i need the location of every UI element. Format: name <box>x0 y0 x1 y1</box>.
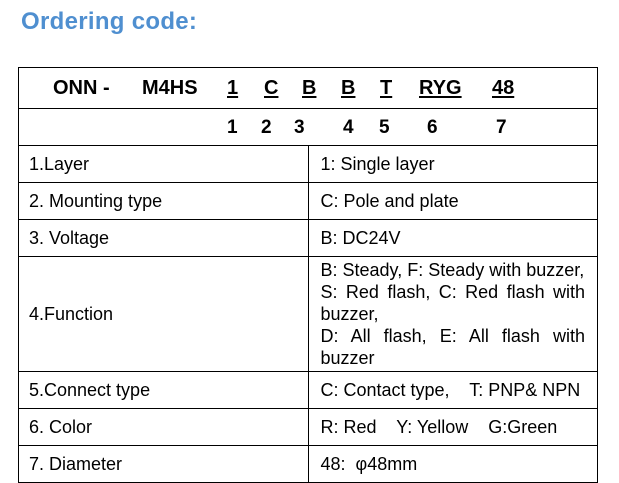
code-model: M4HS <box>142 77 198 99</box>
ordering-code: ONN - M4HS 1 C B B T RYG 48 <box>19 68 597 108</box>
row-value: C: Contact type, T: PNP& NPN <box>307 371 598 409</box>
function-line: S: Red flash, C: Red flash with buzzer, <box>320 282 586 324</box>
table-row: 7. Diameter 48: φ48mm <box>18 445 598 483</box>
code-part-6: RYG <box>419 77 462 99</box>
row-value: 48: φ48mm <box>307 445 598 483</box>
code-part-2: C <box>264 77 279 99</box>
table-row: 3. Voltage B: DC24V <box>18 219 598 257</box>
row-value: R: Red Y: Yellow G:Green <box>307 408 598 446</box>
row-label: 6. Color <box>18 408 309 446</box>
position-number-3: 3 <box>294 117 305 138</box>
position-number-2: 2 <box>261 117 272 138</box>
row-label: 1.Layer <box>18 145 309 183</box>
function-line: B: Steady, F: Steady with buzzer, <box>320 260 585 280</box>
table-row: 2. Mounting type C: Pole and plate <box>18 182 598 220</box>
position-number-5: 5 <box>379 117 390 138</box>
code-part-3: B <box>302 77 317 99</box>
row-label: 4.Function <box>18 256 309 372</box>
row-label: 7. Diameter <box>18 445 309 483</box>
code-row: ONN - M4HS 1 C B B T RYG 48 <box>18 67 598 109</box>
page-title: Ordering code: <box>21 8 198 35</box>
code-prefix: ONN - <box>53 77 110 99</box>
table-row: 6. Color R: Red Y: Yellow G:Green <box>18 408 598 446</box>
code-part-1: 1 <box>227 77 239 99</box>
code-part-4: B <box>341 77 356 99</box>
row-label: 5.Connect type <box>18 371 309 409</box>
position-number-6: 6 <box>427 117 438 138</box>
row-value: C: Pole and plate <box>307 182 598 220</box>
row-value: B: DC24V <box>307 219 598 257</box>
table-row: 4.Function B: Steady, F: Steady with buz… <box>18 256 598 372</box>
function-line: D: All flash, E: All flash with buzzer <box>320 326 586 368</box>
code-part-7: 48 <box>492 77 515 99</box>
position-number-7: 7 <box>496 117 507 138</box>
table-row: 5.Connect type C: Contact type, T: PNP& … <box>18 371 598 409</box>
position-number-4: 4 <box>343 117 354 138</box>
table-row: 1.Layer 1: Single layer <box>18 145 598 183</box>
row-value-function: B: Steady, F: Steady with buzzer, S: Red… <box>307 256 598 372</box>
code-number-row: 1 2 3 4 5 6 7 <box>18 108 598 146</box>
code-position-numbers: 1 2 3 4 5 6 7 <box>19 109 597 145</box>
position-number-1: 1 <box>227 117 238 138</box>
row-label: 2. Mounting type <box>18 182 309 220</box>
row-value: 1: Single layer <box>307 145 598 183</box>
code-part-5: T <box>380 77 393 99</box>
row-label: 3. Voltage <box>18 219 309 257</box>
ordering-code-table: ONN - M4HS 1 C B B T RYG 48 1 2 3 4 5 6 … <box>18 67 598 483</box>
